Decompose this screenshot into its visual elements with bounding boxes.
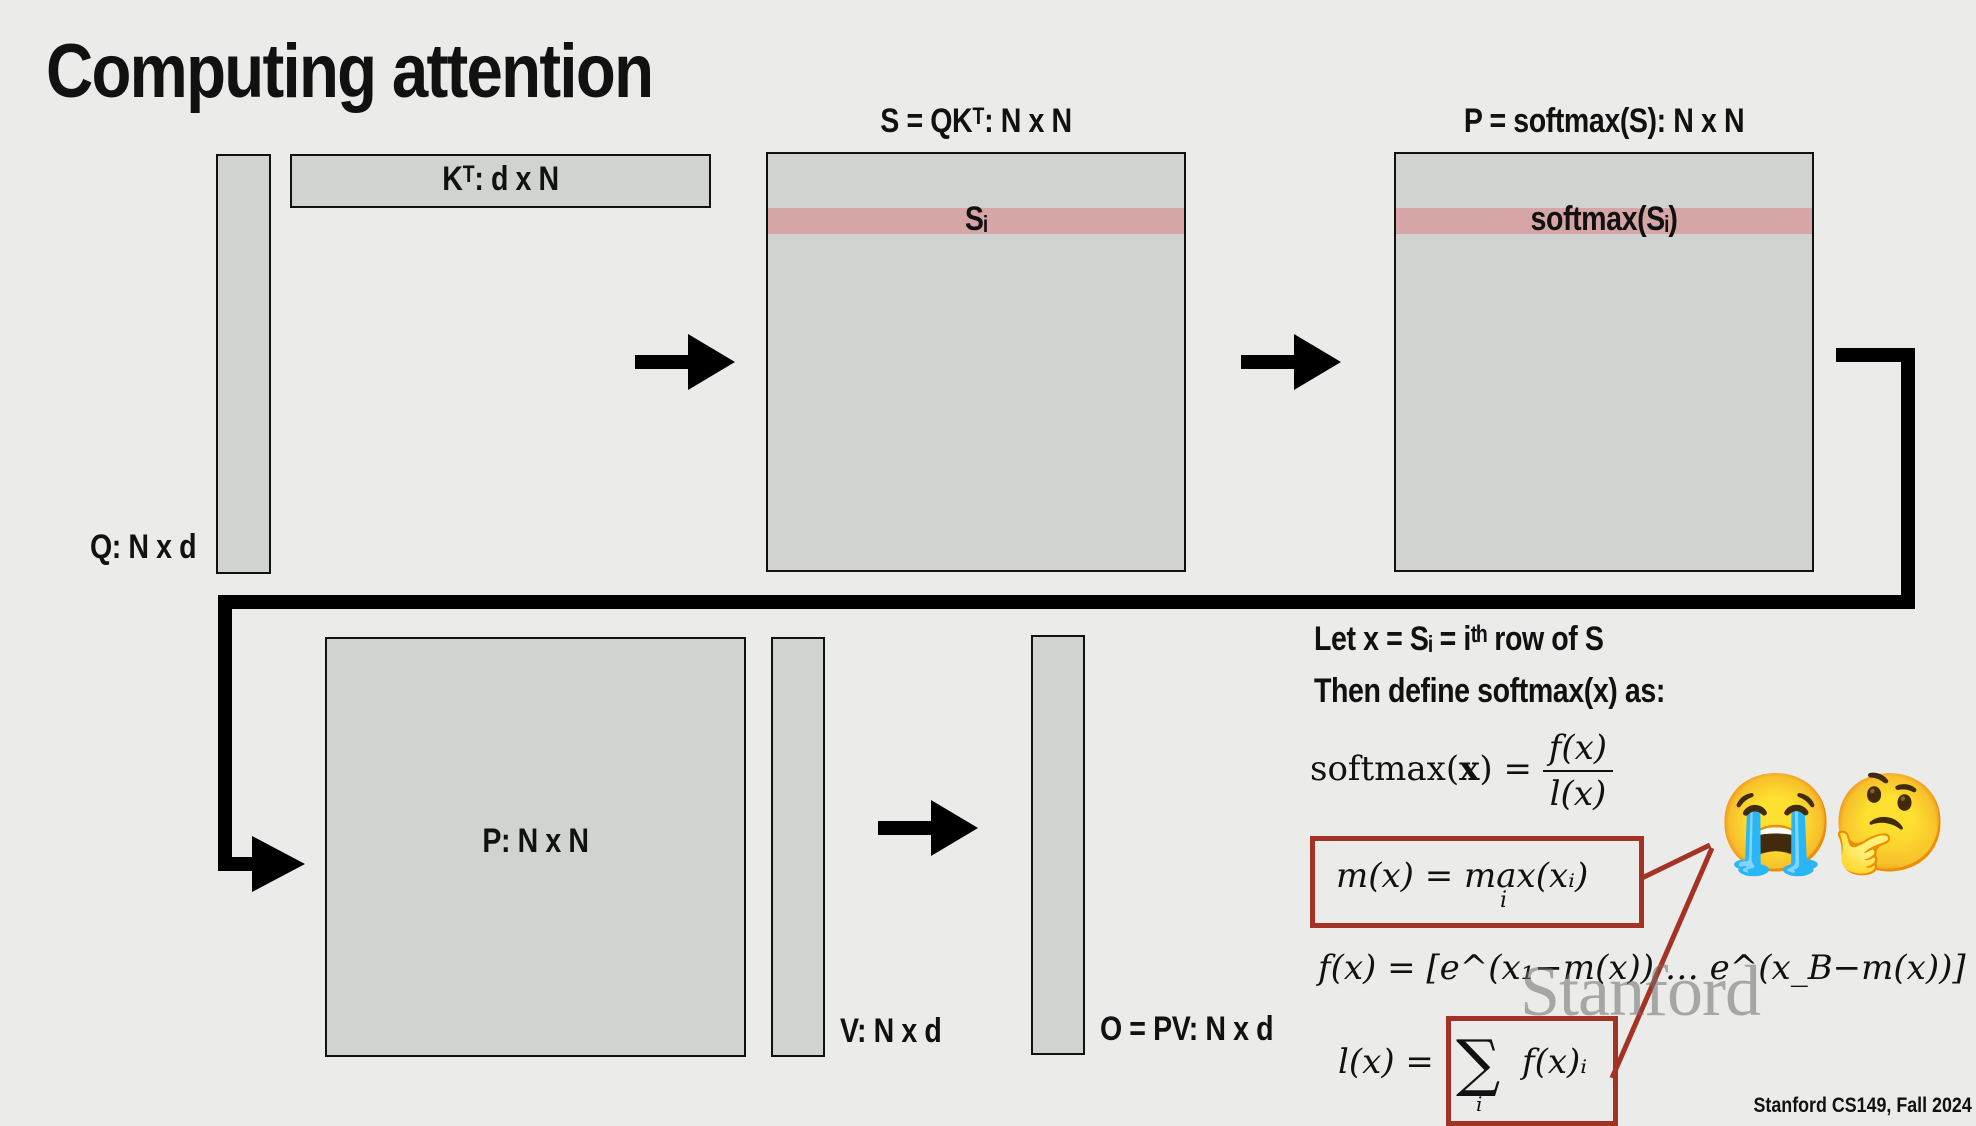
s-matrix-title: S = QKᵀ: N x N [880, 102, 1072, 140]
o-label: O = PV: N x d [1100, 1010, 1274, 1048]
p-matrix-label: P: N x N [482, 822, 589, 860]
m-definition-text: m(x) = max(xᵢ) [1336, 856, 1589, 896]
callout-line-upper [1640, 842, 1712, 881]
p-matrix [325, 637, 746, 1057]
v-label: V: N x d [840, 1012, 942, 1050]
softmax-rhs: ) = [1479, 749, 1532, 789]
q-label: Q: N x d [90, 528, 197, 566]
crying-emoji-icon: 😭 [1716, 770, 1836, 877]
thinking-emoji-icon: 🤔 [1830, 770, 1950, 877]
m-definition: m(x) = max(xᵢ) [1336, 856, 1588, 896]
l-rhs: f(x)ᵢ [1522, 1042, 1588, 1082]
softmax-x: x [1459, 749, 1480, 789]
softmax-lhs: softmax( [1310, 749, 1460, 789]
callout-line-lower [1609, 847, 1715, 1079]
m-definition-box [1310, 836, 1644, 928]
l-sum-symbol: ∑ [1456, 1026, 1501, 1099]
slide-footer: Stanford CS149, Fall 2024 [1753, 1094, 1972, 1117]
definition-line-1: Let x = Sᵢ = iᵗʰ row of S [1314, 620, 1604, 658]
arrow-to-o [878, 800, 978, 856]
s-row-label: Sᵢ [964, 200, 988, 238]
f-definition: f(x) = [e^(x₁−m(x)) … e^(x_B−m(x))] [1318, 948, 1966, 988]
kt-matrix [290, 154, 711, 208]
softmax-equation: softmax(x) = f(x) l(x) [1310, 728, 1614, 814]
arrow-to-softmax [1241, 334, 1341, 390]
arrow-to-p [252, 836, 305, 892]
s-row-highlight [768, 208, 1184, 234]
v-matrix [771, 637, 825, 1057]
p-matrix-title: P = softmax(S): N x N [1463, 102, 1745, 140]
kt-label: Kᵀ: d x N [442, 160, 559, 198]
stanford-watermark: Stanford [1520, 951, 1761, 1031]
softmax-denominator: l(x) [1549, 774, 1607, 814]
l-sum-subscript: i [1476, 1092, 1483, 1116]
q-matrix [216, 154, 271, 574]
arrow-to-s [635, 334, 735, 390]
connector-path [218, 348, 1915, 871]
l-lhs: l(x) = [1338, 1042, 1434, 1082]
softmax-row-highlight [1396, 208, 1812, 234]
m-max-subscript: i [1500, 888, 1508, 913]
softmax-row-label: softmax(Sᵢ) [1530, 200, 1678, 238]
softmax-numerator: f(x) [1542, 728, 1614, 772]
definition-line-2: Then define softmax(x) as: [1314, 672, 1665, 710]
softmax-fraction: f(x) l(x) [1542, 728, 1614, 814]
slide-title: Computing attention [46, 29, 654, 114]
o-matrix [1031, 635, 1085, 1055]
